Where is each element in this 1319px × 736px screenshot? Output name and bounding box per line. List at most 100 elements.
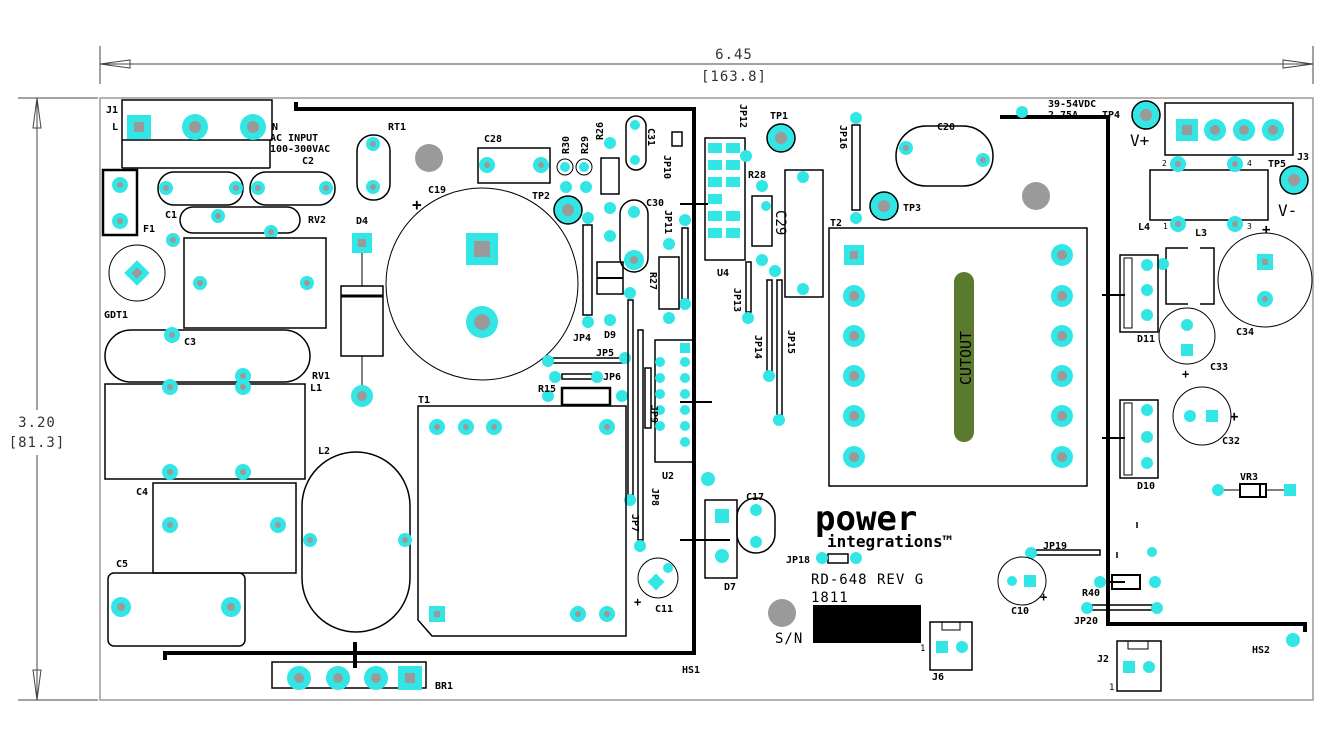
label-l1: L1 (310, 383, 322, 394)
label-d11: D11 (1137, 334, 1155, 345)
label-c31: C31 (645, 128, 656, 146)
label-jp10: JP10 (661, 155, 672, 179)
label-jp13: JP13 (731, 288, 742, 312)
board-revision: RD-648 REV G (811, 572, 924, 588)
capacitor-c20 (895, 125, 994, 187)
jumper-jp7 (627, 299, 634, 496)
u4-pins (708, 143, 740, 238)
label-neutral: N (272, 122, 278, 133)
label-hs2: HS2 (1252, 645, 1270, 656)
label-output-voltage: 39-54VDC (1048, 99, 1096, 110)
height-mm: [81.3] (9, 435, 66, 451)
svg-text:power: power (815, 499, 917, 539)
resistor-r40 (1111, 574, 1141, 590)
label-c33: C33 (1210, 362, 1228, 373)
capacitor-c28 (477, 147, 551, 184)
resistor-r27 (658, 256, 680, 310)
svg-text:integrations™: integrations™ (827, 532, 952, 551)
label-tp1: TP1 (770, 111, 788, 122)
label-jp12: JP12 (737, 104, 748, 128)
varistor-rv2 (179, 206, 301, 234)
resistor-r28 (751, 195, 773, 247)
label-jp16: JP16 (837, 125, 848, 149)
inductor-l3 (1165, 247, 1215, 305)
label-rv2: RV2 (308, 215, 326, 226)
jumper-jp15 (776, 279, 783, 416)
width-mm: [163.8] (701, 69, 767, 85)
label-r15: R15 (538, 384, 556, 395)
inductor-l1 (104, 383, 306, 480)
label-ac-input: AC INPUT (270, 133, 318, 144)
label-br1: BR1 (435, 681, 453, 692)
label-c5: C5 (116, 559, 128, 570)
width-inches: 6.45 (715, 47, 753, 63)
label-c1: C1 (165, 210, 177, 221)
diode-d10 (1119, 399, 1159, 479)
label-d7: D7 (724, 582, 736, 593)
label-jp18: JP18 (786, 555, 810, 566)
label-l4: L4 (1138, 222, 1150, 233)
label-r27: R27 (647, 272, 658, 290)
svg-text:1: 1 (1163, 222, 1168, 231)
svg-text:+: + (634, 595, 641, 609)
label-u2: U2 (662, 471, 674, 482)
label-c4: C4 (136, 487, 148, 498)
label-vplus: V+ (1130, 131, 1149, 150)
jumper-jp13 (745, 261, 752, 313)
label-vr3: VR3 (1240, 472, 1258, 483)
jumper-jp18 (827, 553, 849, 564)
label-c11: C11 (655, 604, 673, 615)
label-c17: C17 (746, 492, 764, 503)
label-hs1: HS1 (682, 665, 700, 676)
label-jp9: JP9 (648, 405, 659, 423)
label-j1: J1 (106, 105, 118, 116)
svg-text:4: 4 (1247, 159, 1252, 168)
label-r26: R26 (595, 122, 606, 140)
serial-number-box (813, 605, 921, 643)
label-j2-pin1: 1 (1109, 683, 1114, 693)
capacitor-c30 (619, 199, 649, 273)
mounting-hole-2 (1022, 182, 1050, 210)
mounting-hole-3 (768, 599, 796, 627)
mounting-hole (415, 144, 443, 172)
capacitor-c33 (1158, 307, 1216, 365)
label-output-current: 2.75A (1048, 110, 1078, 121)
power-integrations-logo: power integrations™ (815, 499, 952, 551)
label-jp14: JP14 (752, 335, 763, 359)
capacitor-c19 (385, 187, 579, 381)
label-jp19: JP19 (1043, 541, 1067, 552)
label-c34: C34 (1236, 327, 1254, 338)
label-r29: R29 (580, 136, 591, 154)
label-d4: D4 (356, 216, 368, 227)
width-dimension: 6.45 [163.8] (99, 46, 1314, 85)
label-c29: C29 (772, 210, 788, 235)
height-dimension: 3.20 [81.3] (9, 97, 98, 701)
label-j3: J3 (1297, 152, 1309, 163)
inductor-l4 (1149, 169, 1269, 221)
label-vminus: V- (1278, 201, 1297, 220)
board-outline (99, 97, 1314, 701)
label-tp3: TP3 (903, 203, 921, 214)
bridge-br1 (271, 661, 427, 689)
svg-text:+: + (1182, 367, 1189, 381)
label-tp2: TP2 (532, 191, 550, 202)
capacitor-c34 (1217, 232, 1313, 328)
label-c19: C19 (428, 185, 446, 196)
gas-discharge-gdt1 (108, 244, 166, 302)
heatsink-hs1 (163, 102, 696, 660)
label-jp4: JP4 (573, 333, 591, 344)
label-r28: R28 (748, 170, 766, 181)
label-jp20: JP20 (1074, 616, 1098, 627)
diode-d11 (1119, 254, 1159, 333)
svg-text:+: + (412, 195, 422, 214)
transformer-t2 (828, 227, 1088, 487)
label-c2: C2 (302, 156, 314, 167)
component-block (784, 169, 824, 298)
inductor-l2 (301, 451, 411, 633)
inductor-block (183, 237, 327, 329)
label-c30: C30 (646, 198, 664, 209)
transformer-t1 (417, 405, 627, 637)
label-jp6: JP6 (603, 372, 621, 383)
label-f1: F1 (143, 224, 155, 235)
label-u4: U4 (717, 268, 729, 279)
